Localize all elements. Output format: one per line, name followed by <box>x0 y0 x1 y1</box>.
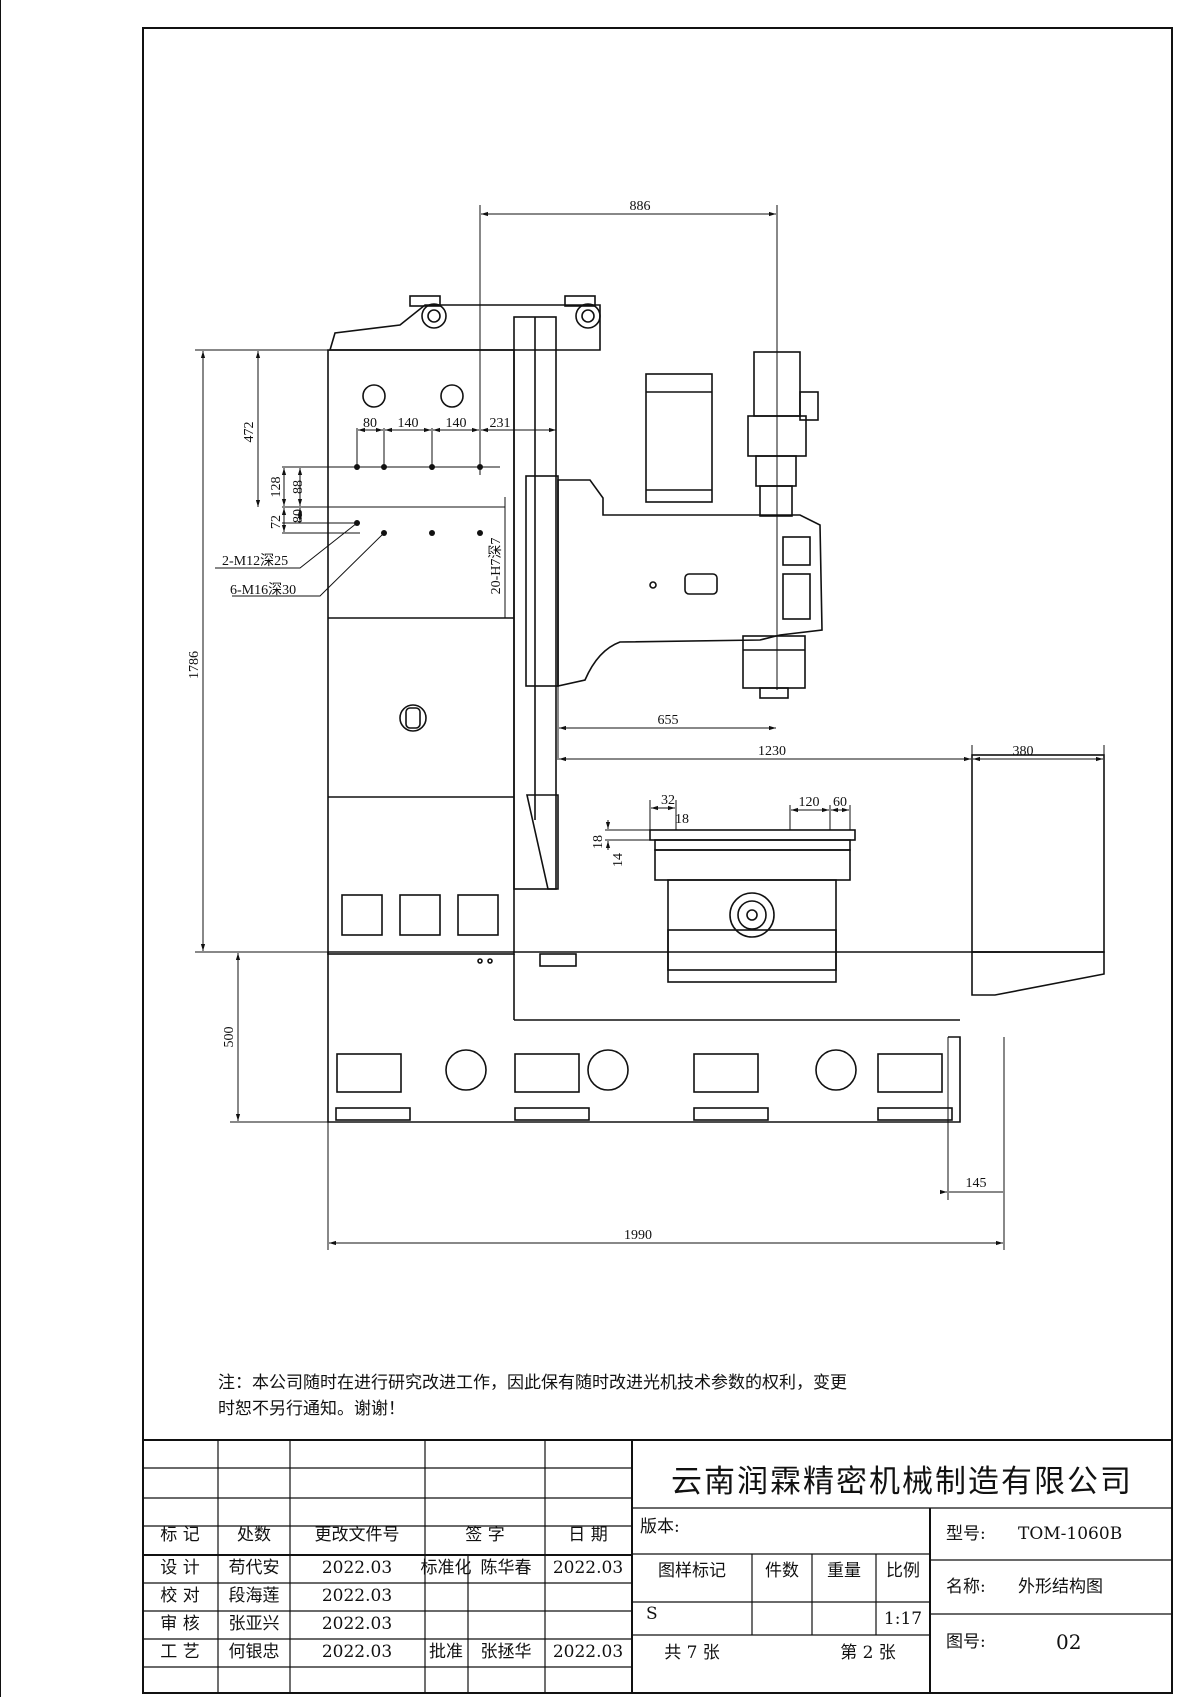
header-count: 处数 <box>237 1525 271 1545</box>
scale-value: 1:17 <box>883 1609 923 1629</box>
pieces-label: 件数 <box>765 1561 799 1581</box>
drawing-number-value: 02 <box>1056 1630 1082 1654</box>
bolt-pattern <box>354 464 483 536</box>
name-process: 何银忠 <box>228 1642 280 1662</box>
dim-120: 120 <box>799 795 820 810</box>
dimension-lines <box>195 205 1105 1250</box>
name-design: 苟代安 <box>228 1558 280 1578</box>
dim-231: 231 <box>490 416 511 431</box>
name-check: 段海莲 <box>228 1586 280 1606</box>
name-approve: 张拯华 <box>480 1642 532 1662</box>
header-sign: 签 字 <box>465 1525 505 1545</box>
dim-886: 886 <box>630 199 651 214</box>
header-mark: 标 记 <box>160 1525 200 1545</box>
name-standardize: 陈华春 <box>480 1558 532 1578</box>
sheet-number: 第 2 张 <box>840 1643 896 1663</box>
dim-140-a: 140 <box>398 416 419 431</box>
role-check: 校 对 <box>160 1586 200 1606</box>
weight-label: 重量 <box>827 1561 861 1581</box>
date-process: 2022.03 <box>321 1642 393 1662</box>
date-review: 2022.03 <box>321 1614 393 1634</box>
role-review: 审 核 <box>160 1614 200 1634</box>
scale-label: 比例 <box>886 1561 920 1581</box>
dim-60: 60 <box>833 795 847 810</box>
dim-32: 32 <box>661 793 675 808</box>
dim-140-b: 140 <box>446 416 467 431</box>
dim-88: 88 <box>291 480 306 494</box>
date-approve: 2022.03 <box>552 1642 624 1662</box>
header-change-doc: 更改文件号 <box>314 1525 400 1545</box>
drawing-frame <box>142 27 1173 1694</box>
dim-655: 655 <box>658 713 679 728</box>
name-label: 名称: <box>946 1577 986 1597</box>
note-line-1: 注：本公司随时在进行研究改进工作，因此保有随时改进光机技术参数的权利，变更 <box>218 1373 847 1393</box>
date-check: 2022.03 <box>321 1586 393 1606</box>
revision-note: 注：本公司随时在进行研究改进工作，因此保有随时改进光机技术参数的权利，变更 时恕… <box>218 1370 978 1422</box>
note-line-2: 时恕不另行通知。谢谢！ <box>218 1399 405 1419</box>
role-process: 工 艺 <box>160 1642 200 1662</box>
mark-value: S <box>646 1604 658 1624</box>
name-value: 外形结构图 <box>1018 1577 1103 1597</box>
role-design: 设 计 <box>160 1558 200 1578</box>
header-date: 日 期 <box>568 1525 608 1545</box>
dim-80-top: 80 <box>363 416 377 431</box>
dim-72: 72 <box>269 515 284 529</box>
model-value: TOM-1060B <box>1018 1524 1123 1544</box>
version-label: 版本: <box>640 1517 680 1537</box>
dim-380: 380 <box>1013 744 1034 759</box>
dim-128: 128 <box>269 477 284 498</box>
dim-472: 472 <box>242 422 257 443</box>
model-label: 型号: <box>946 1524 986 1544</box>
pin-hole-note: 20-H7深7 <box>488 538 504 595</box>
title-block-grid <box>142 1439 1173 1694</box>
dim-18-slot: 18 <box>675 812 689 827</box>
dim-145: 145 <box>966 1176 987 1191</box>
date-design: 2022.03 <box>321 1558 393 1578</box>
dim-14: 14 <box>611 853 626 867</box>
label-approve: 批准 <box>429 1642 463 1662</box>
thread-note-m12: 2-M12深25 <box>222 553 288 569</box>
dim-80-side: 80 <box>291 509 306 523</box>
thread-note-m16: 6-M16深30 <box>230 582 296 598</box>
dim-18-depth: 18 <box>591 835 606 849</box>
dim-1990: 1990 <box>624 1228 652 1243</box>
dim-1786: 1786 <box>187 651 202 679</box>
machine-outline <box>327 295 1105 1123</box>
label-standardize: 标准化 <box>420 1558 472 1578</box>
dim-500: 500 <box>222 1027 237 1048</box>
drawing-number-label: 图号: <box>946 1632 986 1652</box>
dim-1230: 1230 <box>758 744 786 759</box>
total-sheets: 共 7 张 <box>664 1643 720 1663</box>
drawing-mark-label: 图样标记 <box>658 1561 726 1581</box>
name-review: 张亚兴 <box>228 1614 280 1634</box>
date-standardize: 2022.03 <box>552 1558 624 1578</box>
company-name: 云南润霖精密机械制造有限公司 <box>671 1464 1133 1500</box>
